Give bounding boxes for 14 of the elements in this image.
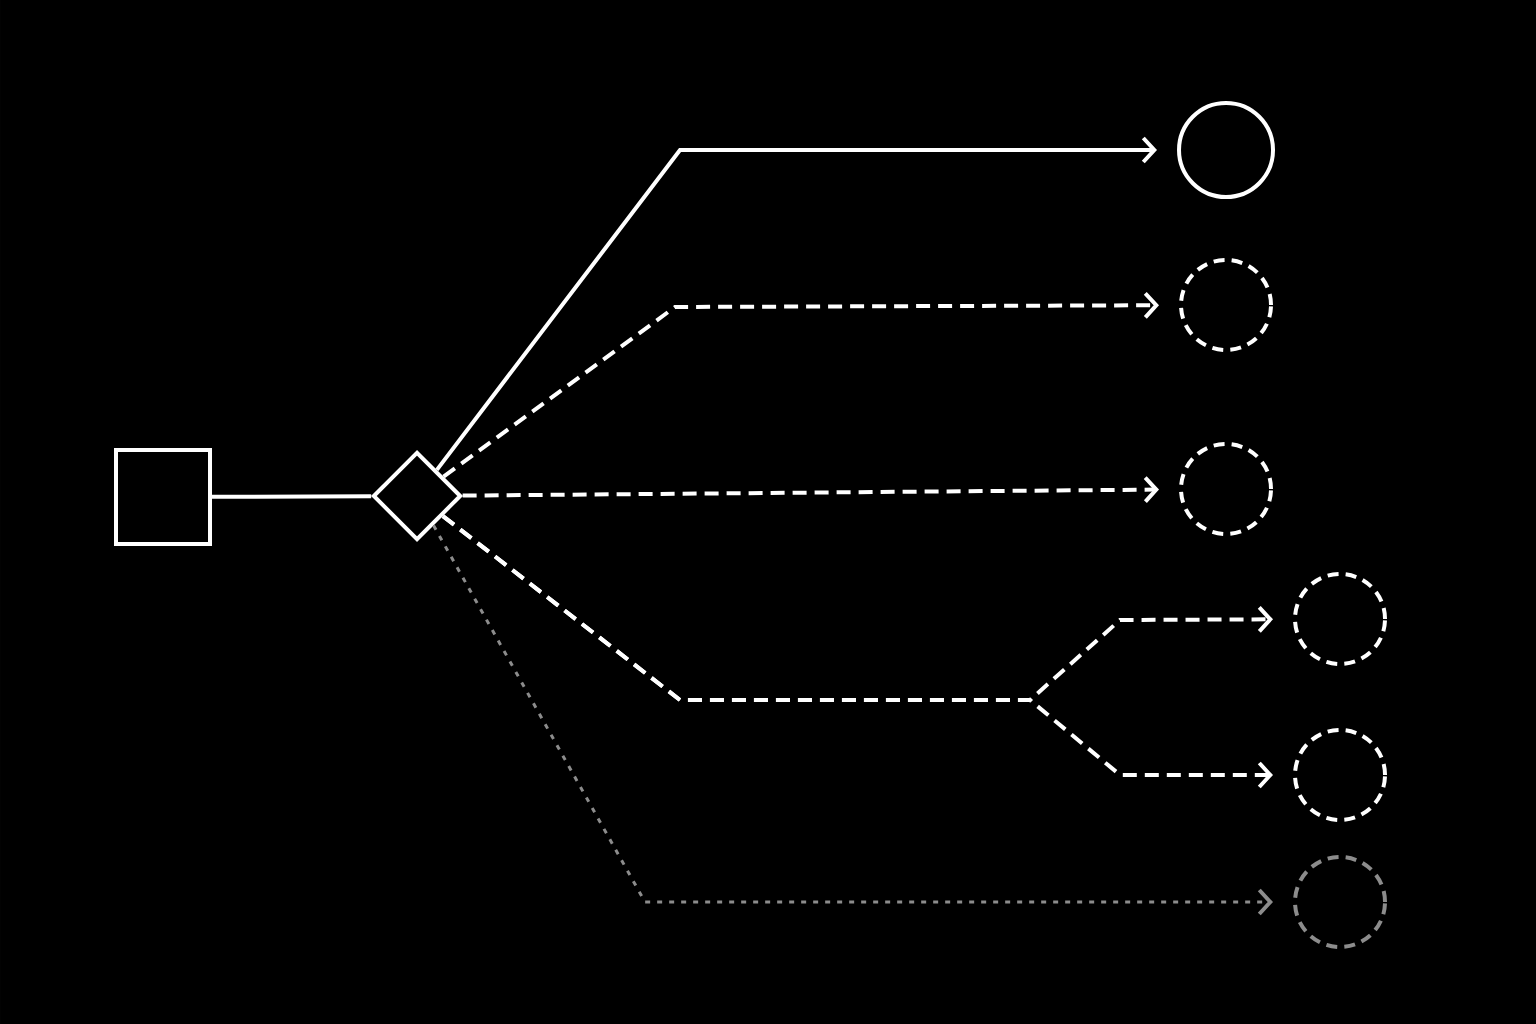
arrow (442, 291, 1159, 479)
end-circle (1293, 572, 1387, 666)
connector-line (212, 494, 372, 499)
end-circle (1179, 258, 1273, 352)
arrow (435, 136, 1157, 472)
arrow (462, 476, 1159, 504)
end-circle (1179, 442, 1273, 536)
arrow (432, 524, 1273, 916)
square-box (114, 448, 212, 546)
decision-diamond (371, 450, 463, 542)
end-circle (1293, 855, 1387, 949)
end-circle (1293, 728, 1387, 822)
arrow (441, 514, 1273, 789)
end-circle (1177, 101, 1275, 199)
